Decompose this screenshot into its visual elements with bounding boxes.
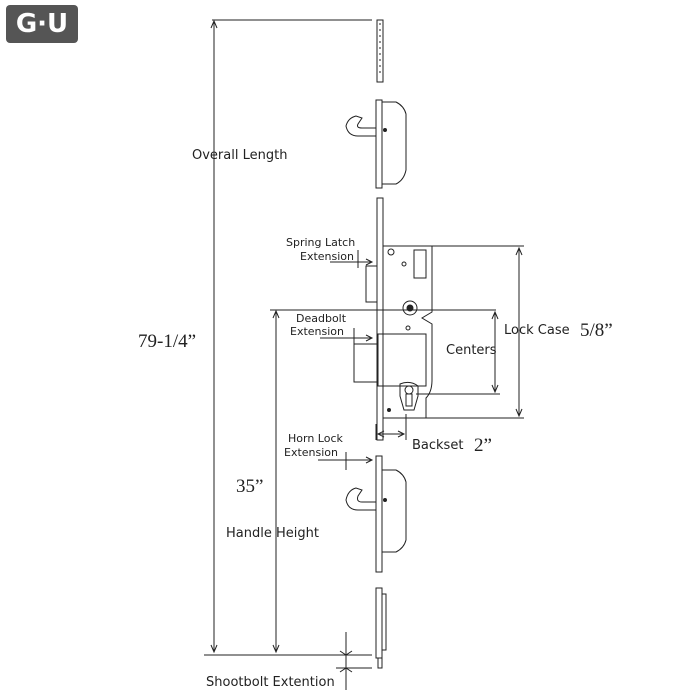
- handle-height-label: Handle Height: [226, 526, 319, 541]
- handle-height-value: 35”: [236, 476, 263, 497]
- overall-length-dimension: [204, 19, 372, 656]
- gu-logo: G·U: [6, 5, 78, 43]
- deadbolt-label-1: Deadbolt: [296, 312, 347, 325]
- shootbolt-label: Shootbolt Extention: [206, 675, 335, 690]
- lock-case-value: 5/8”: [580, 320, 613, 341]
- centers-dimension: [416, 310, 500, 395]
- spring-latch: [365, 265, 378, 303]
- faceplate: [376, 197, 384, 441]
- deadbolt: [353, 343, 378, 383]
- deadbolt-leader: [320, 328, 374, 346]
- lock-case: [377, 245, 433, 419]
- bottom-rod: [375, 587, 387, 669]
- logo-text: G·U: [15, 9, 69, 39]
- centers-label: Centers: [446, 343, 497, 358]
- top-rod: [376, 19, 384, 83]
- handle-height-dimension: [270, 309, 496, 654]
- deadbolt-label-2: Extension: [290, 325, 344, 338]
- horn-lock-leader: [318, 452, 374, 470]
- spring-latch-leader: [330, 250, 374, 268]
- lock-case-dimension: [408, 245, 524, 419]
- spring-latch-label-1: Spring Latch: [286, 236, 355, 249]
- overall-length-label: Overall Length: [192, 148, 287, 163]
- upper-hook-housing: [345, 99, 407, 189]
- spring-latch-label-2: Extension: [300, 250, 354, 263]
- horn-lock-label-1: Horn Lock: [288, 432, 344, 445]
- horn-lock-label-2: Extension: [284, 446, 338, 459]
- overall-length-value: 79-1/4”: [138, 331, 196, 352]
- lower-hook-housing: [345, 455, 407, 573]
- backset-leader: [375, 414, 407, 440]
- backset-value: 2”: [474, 435, 492, 456]
- backset-label: Backset: [412, 438, 463, 453]
- shootbolt-leader: [336, 632, 372, 690]
- lock-case-label: Lock Case: [504, 323, 570, 338]
